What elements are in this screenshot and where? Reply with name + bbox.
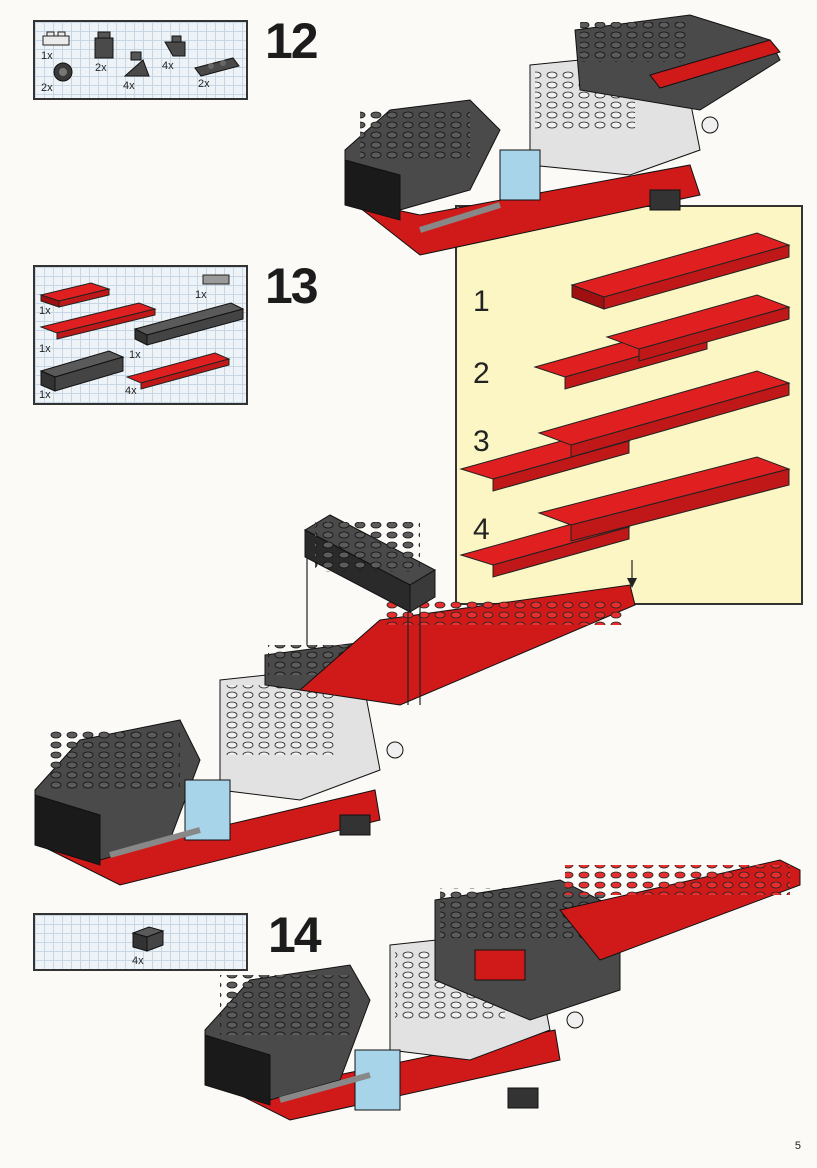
red-plate-2x8-icon [125,352,231,390]
sub-step-number: 2 [473,357,490,390]
part-qty: 1x [39,343,51,355]
parts-box-step-12: 1x 2x 4x 4x 2x 2x [33,20,248,100]
part-qty: 4x [162,60,174,72]
dark-grey-brick-1x2-icon [131,926,165,952]
sub-step-number: 4 [473,513,490,546]
dark-grey-plate-2x8-icon [133,302,245,346]
sub-step-1-plate [570,232,791,310]
red-plate-2x4-icon [39,282,111,308]
dark-grey-brick-1x1-icon [94,31,114,59]
sub-assembly-box: 1 2 3 4 [455,205,803,605]
part-qty: 1x [39,305,51,317]
part-qty: 4x [123,80,135,92]
parts-box-step-13: 1x 1x 1x 1x 1x 4x [33,265,248,405]
part-qty: 1x [129,349,141,361]
sub-step-number: 3 [473,425,490,458]
white-plate-1x2-icon [42,31,70,46]
red-plate-2x10-icon [39,302,157,340]
part-qty: 2x [198,78,210,90]
model-step-12 [344,14,781,256]
parts-illustration-step-14 [131,926,165,952]
part-qty: 2x [95,62,107,74]
dark-grey-slope-inverted-icon [164,35,186,57]
sub-step-number: 1 [473,285,490,318]
step-number-12: 12 [265,13,319,69]
dark-grey-wedge-plate-icon [194,57,240,77]
dark-grey-round-brick-icon [53,62,73,82]
part-qty: 4x [132,955,144,967]
parts-box-step-14: 4x [33,913,248,971]
step-number-14: 14 [268,907,322,963]
model-step-13 [34,514,637,886]
model-step-14 [204,859,801,1121]
page-number: 5 [794,1140,801,1152]
step-number-13: 13 [265,258,319,314]
sub-step-4-plates [459,456,791,578]
part-qty: 2x [41,82,53,94]
part-qty: 1x [41,50,53,62]
part-qty: 1x [195,289,207,301]
grey-tile-1x2-icon [202,274,230,285]
dark-grey-brick-2x6-icon [39,350,125,392]
sub-assembly-illustration [459,232,791,578]
part-qty: 4x [125,385,137,397]
parts-illustration-step-13 [39,274,245,392]
sub-step-3-plates [459,370,791,492]
parts-illustration-step-12 [42,31,240,82]
sub-step-2-plates [533,294,791,390]
part-qty: 1x [39,389,51,401]
dark-grey-slope-icon [123,51,150,77]
